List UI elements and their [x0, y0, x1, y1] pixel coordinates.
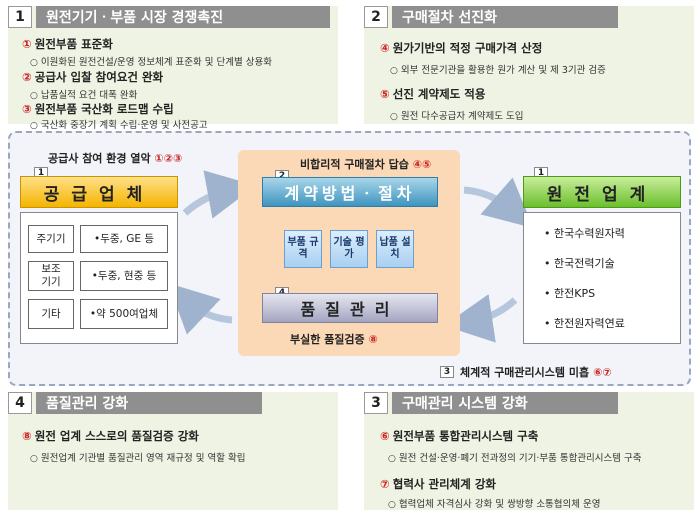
arrow-supplier-to-procedure [182, 170, 257, 219]
panel-number: 4 [8, 392, 32, 414]
step-delivery: 납품 설치 [376, 230, 414, 268]
procedure-caption: 비합리적 구매절차 답습 ④⑤ [300, 158, 432, 171]
plant-item: • 한국수력원자력 [544, 227, 625, 240]
supplier-row-value: •두중, GE 등 [80, 225, 168, 253]
contract-method-title: 계약방법ㆍ절차 [262, 177, 438, 207]
plant-list: • 한국수력원자력 • 한국전력기술 • 한전KPS • 한전원자력연료 [523, 212, 681, 344]
supplier-row-label: 보조 기기 [28, 261, 74, 291]
plant-item: • 한전KPS [544, 287, 596, 300]
arrow-procedure-to-plant [463, 177, 534, 229]
panel-title: 품질관리 강화 [36, 392, 262, 414]
panel-number: 3 [364, 392, 388, 414]
supplier-row-label: 주기기 [28, 225, 74, 253]
panel-number: 2 [364, 6, 388, 28]
supplier-caption: 공급사 참여 환경 열악 ①②③ [48, 152, 183, 165]
panel-title: 구매관리 시스템 강화 [392, 392, 618, 414]
panel-header: 2 구매절차 선진화 [364, 6, 618, 28]
supplier-title: 공급업체 [20, 176, 178, 208]
panel-number: 1 [8, 6, 32, 28]
item-desc: ○원전 다수공급자 계약제도 도입 [390, 111, 524, 122]
panel-header: 4 품질관리 강화 [8, 392, 262, 414]
item-desc: ○협력업체 자격심사 강화 및 쌍방향 소통협의체 운영 [388, 499, 601, 510]
item-desc: ○국산화 중장기 계획 수립·운영 및 사전공고 [30, 120, 208, 131]
quality-title: 품질관리 [262, 293, 438, 323]
system-tag: 3 [440, 366, 454, 378]
plant-title: 원전업계 [523, 176, 681, 208]
panel-header: 1 원전기기ㆍ부품 시장 경쟁촉진 [8, 6, 330, 28]
panel-title: 구매절차 선진화 [392, 6, 618, 28]
supplier-row-label: 기타 [28, 299, 74, 329]
plant-item: • 한국전력기술 [544, 257, 615, 270]
supplier-row-value: •약 500여업체 [80, 299, 168, 329]
item-desc: ○납품실적 요건 대폭 완화 [30, 90, 138, 101]
system-caption: 3 체계적 구매관리시스템 미흡 ⑥⑦ [440, 364, 612, 380]
panel-title: 원전기기ㆍ부품 시장 경쟁촉진 [36, 6, 330, 28]
item-desc: ○외부 전문기관을 활용한 원가 계산 및 제 3기관 검증 [390, 65, 606, 76]
arrow-quality-to-supplier [168, 283, 233, 335]
quality-caption: 부실한 품질검증 ⑧ [290, 333, 378, 346]
item-desc: ○원전업계 기관별 품질관리 영역 재규정 및 역할 확립 [30, 453, 246, 464]
step-tech-eval: 기술 평가 [330, 230, 368, 268]
panel-header: 3 구매관리 시스템 강화 [364, 392, 618, 414]
item-desc: ○이원화된 원전건설/운영 정보체계 표준화 및 단계별 상용화 [30, 57, 272, 68]
arrow-plant-to-quality [443, 294, 518, 343]
supplier-row-value: •두중, 현중 등 [80, 261, 168, 291]
item-desc: ○원전 건설·운영·폐기 전과정의 기기·부품 통합관리시스템 구축 [388, 453, 642, 464]
plant-item: • 한전원자력연료 [544, 317, 625, 330]
step-part-spec: 부품 규격 [284, 230, 322, 268]
